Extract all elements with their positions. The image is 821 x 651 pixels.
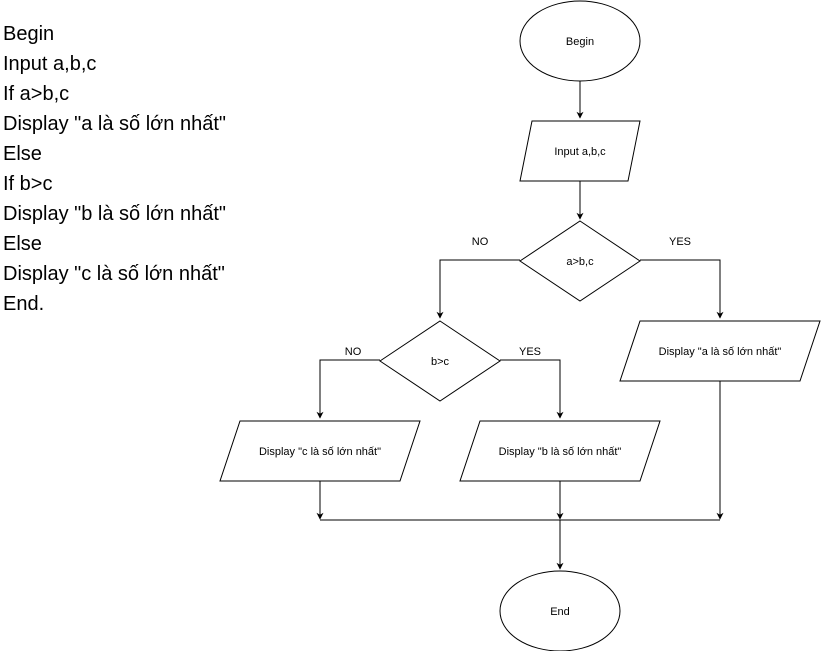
pseudocode-line-else-2: Else <box>3 233 42 255</box>
pseudocode-line-input: Input a,b,c <box>3 53 97 75</box>
pseudocode-line-if-b: If b>c <box>3 173 53 195</box>
edge-decision-ab-no <box>436 259 520 319</box>
display-a-parallelogram-shape <box>619 320 821 382</box>
pseudocode-line-end: End. <box>3 293 45 315</box>
pseudocode-block: Begin Input a,b,c If a>b,c Display "a là… <box>3 19 226 319</box>
pseudocode-line-display-a: Display "a là số lớn nhất" <box>3 113 226 135</box>
edge-decision-bc-yes <box>500 359 564 419</box>
input-parallelogram-shape <box>519 120 641 182</box>
end-label: End <box>550 606 570 618</box>
input-label: Input a,b,c <box>554 146 606 158</box>
decision-bc-no-label: NO <box>345 346 362 358</box>
pseudocode-line-begin: Begin <box>3 23 55 45</box>
display-a-label: Display "a là số lớn nhất" <box>659 346 782 358</box>
end-terminator-shape <box>499 570 621 651</box>
begin-terminator-shape <box>519 0 641 82</box>
flowchart-edge-labels: NO YES NO YES <box>345 236 691 358</box>
pseudocode-line-display-c: Display "c là số lớn nhất" <box>3 263 225 285</box>
decision-ab-label: a>b,c <box>566 256 594 268</box>
pseudocode-line-else-1: Else <box>3 143 42 165</box>
decision-ab-yes-label: YES <box>669 236 691 248</box>
pseudocode-line-if-a: If a>b,c <box>3 83 70 105</box>
display-c-label: Display "c là số lớn nhất" <box>259 446 381 458</box>
flowchart-edges <box>316 81 724 570</box>
decision-bc-diamond-shape <box>379 320 501 402</box>
flowchart-nodes <box>219 0 821 651</box>
display-c-parallelogram-shape <box>219 420 421 482</box>
edge-decision-ab-yes <box>640 259 724 319</box>
display-b-label: Display "b là số lớn nhất" <box>499 446 622 458</box>
edge-decision-bc-no <box>316 359 380 419</box>
decision-bc-yes-label: YES <box>519 346 541 358</box>
decision-ab-no-label: NO <box>472 236 489 248</box>
begin-label: Begin <box>566 36 594 48</box>
pseudocode-line-display-b: Display "b là số lớn nhất" <box>3 203 226 225</box>
display-b-parallelogram-shape <box>459 420 661 482</box>
flowchart-node-labels: Begin Input a,b,c a>b,c Display "a là số… <box>259 36 781 618</box>
decision-ab-diamond-shape <box>519 220 641 302</box>
decision-bc-label: b>c <box>431 356 450 368</box>
